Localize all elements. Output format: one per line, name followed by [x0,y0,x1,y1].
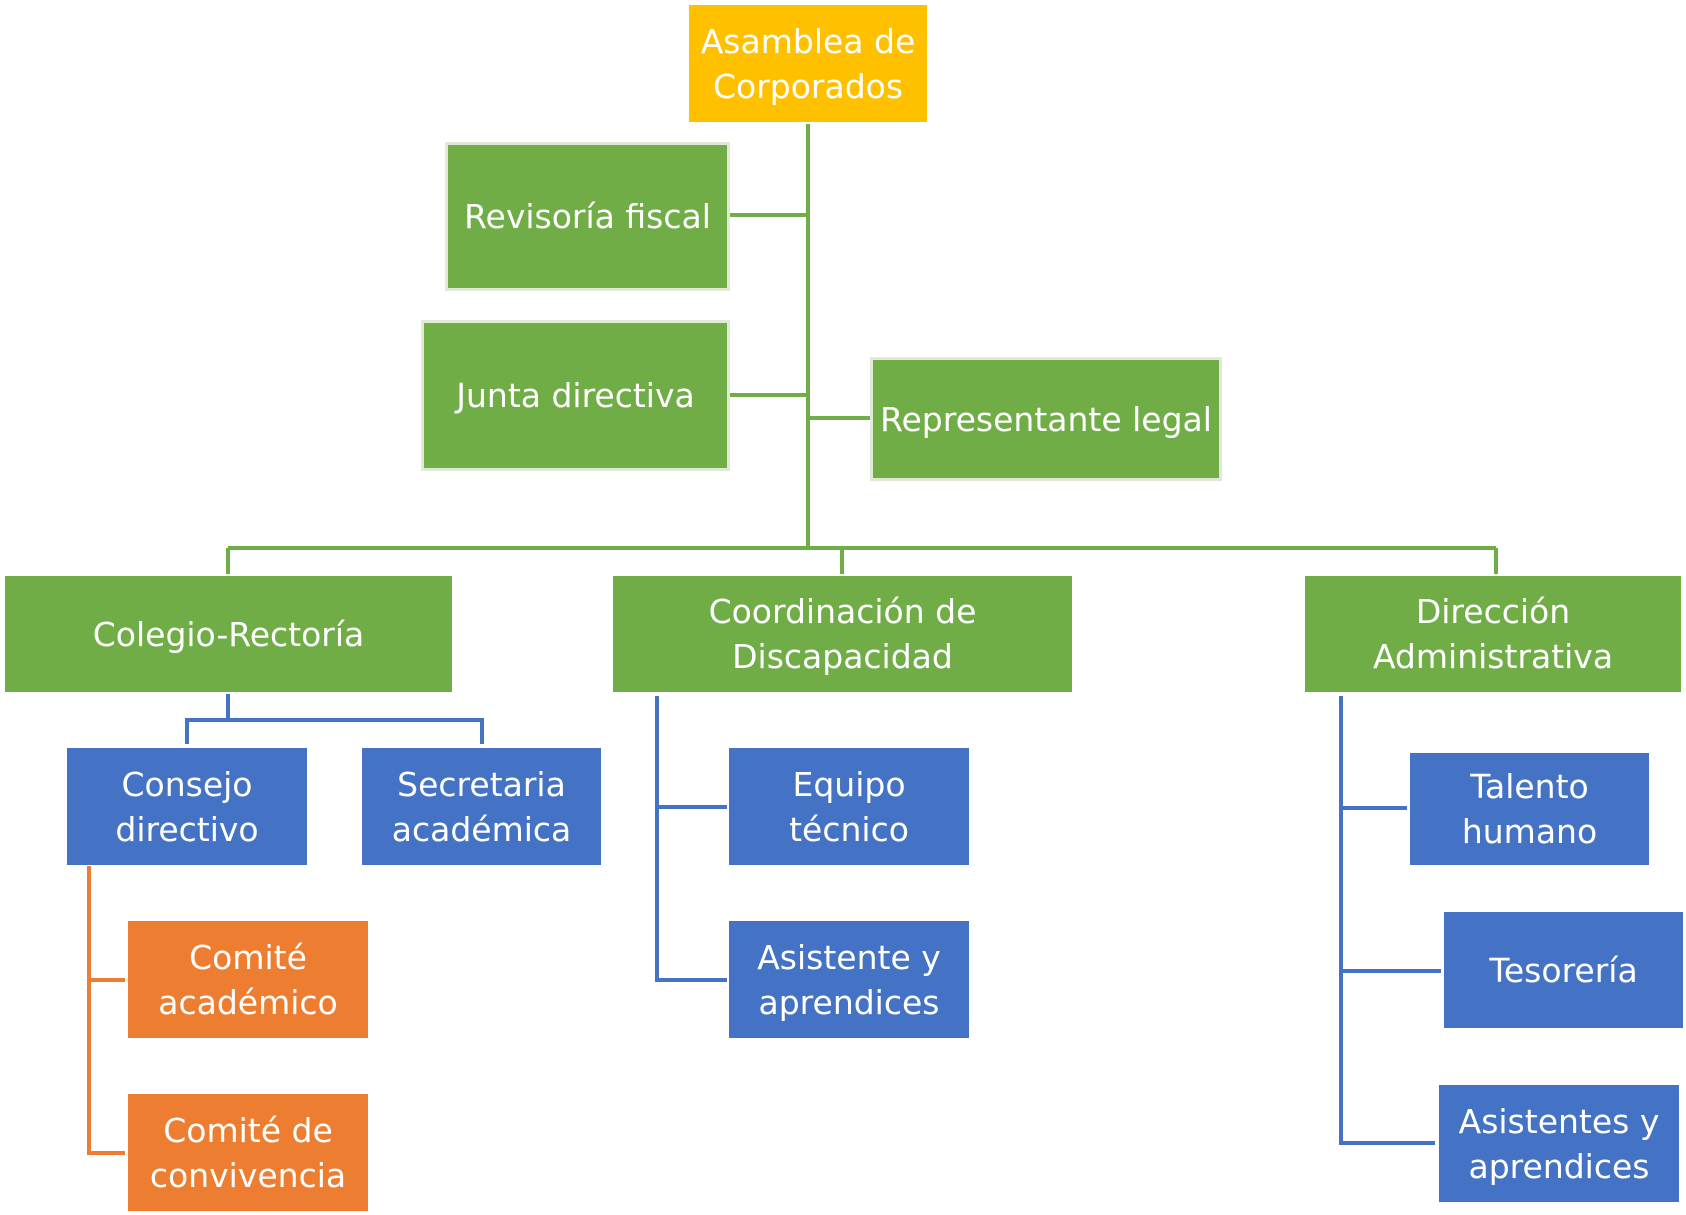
colegio-subtree [185,694,230,744]
comite-convivencia-label: Comité de convivencia [149,1110,347,1195]
consejo-label: Consejo directivo [115,764,259,849]
asistentes-box: Asistentes y aprendices [1439,1085,1679,1202]
administrativa-box: Dirección Administrativa [1305,576,1681,692]
revisoria-label: Revisoría fiscal [464,197,711,236]
revisoria-box: Revisoría fiscal [448,145,727,288]
administrativa-label: Dirección Administrativa [1372,592,1614,676]
junta-box: Junta directiva [424,323,727,468]
discapacidad-label: Coordinación de Discapacidad [708,592,977,676]
asamblea-label: Asamblea de Corporados [700,21,916,106]
junta-label: Junta directiva [456,376,695,415]
talento-label: Talento humano [1461,767,1598,851]
administrativa-subtree [1339,696,1435,1145]
consejo-box: Consejo directivo [67,748,307,865]
consejo-subtree [87,866,125,1155]
comite-academico-box: Comité académico [128,921,368,1038]
colegio-subtree-right [228,718,484,744]
tesoreria-label: Tesorería [1489,950,1638,990]
equipo-label: Equipo técnico [789,764,909,849]
representante-label: Representante legal [880,399,1212,439]
tesoreria-box: Tesorería [1444,912,1683,1028]
secretaria-label: Secretaria académica [391,764,572,849]
colegio-label: Colegio-Rectoría [92,614,365,654]
asistente-label: Asistente y aprendices [757,937,941,1022]
asistentes-label: Asistentes y aprendices [1458,1101,1660,1186]
secretaria-box: Secretaria académica [362,748,601,865]
asamblea-box: Asamblea de Corporados [689,5,927,122]
talento-box: Talento humano [1410,753,1649,865]
discapacidad-subtree [655,696,727,982]
colegio-box: Colegio-Rectoría [5,576,452,692]
representante-box: Representante legal [873,360,1219,478]
discapacidad-box: Coordinación de Discapacidad [613,576,1072,692]
comite-academico-label: Comité académico [158,937,338,1022]
equipo-box: Equipo técnico [729,748,969,865]
comite-convivencia-box: Comité de convivencia [128,1094,368,1211]
asistente-box: Asistente y aprendices [729,921,969,1038]
